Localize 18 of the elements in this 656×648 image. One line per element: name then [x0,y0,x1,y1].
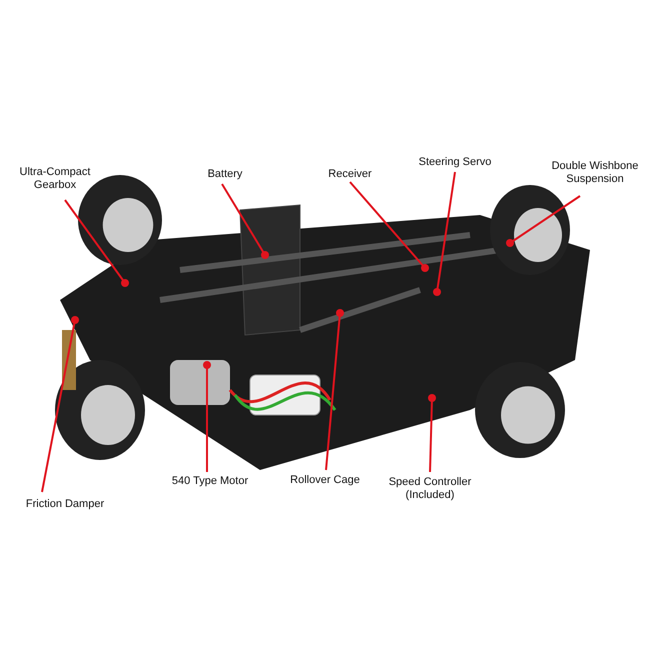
leader-line [433,172,456,296]
leader-line [428,394,436,472]
callout-label: 540 Type Motor [170,475,250,488]
leader-line [349,181,429,272]
leader-line [64,199,129,287]
callout-label: Double Wishbone Suspension [550,160,640,186]
callout-label: Receiver [327,168,373,181]
leader-line [203,361,211,472]
callout-label: Rollover Cage [289,474,361,487]
callout-label: Ultra-Compact Gearbox [18,166,92,192]
callout-label: Speed Controller (Included) [388,476,472,502]
leader-line [221,183,269,259]
leader-line [41,316,79,492]
leader-line [506,195,581,247]
callout-label: Steering Servo [418,156,492,169]
leader-line [325,309,344,470]
callout-label: Friction Damper [24,498,106,511]
callout-label: Battery [206,168,244,181]
